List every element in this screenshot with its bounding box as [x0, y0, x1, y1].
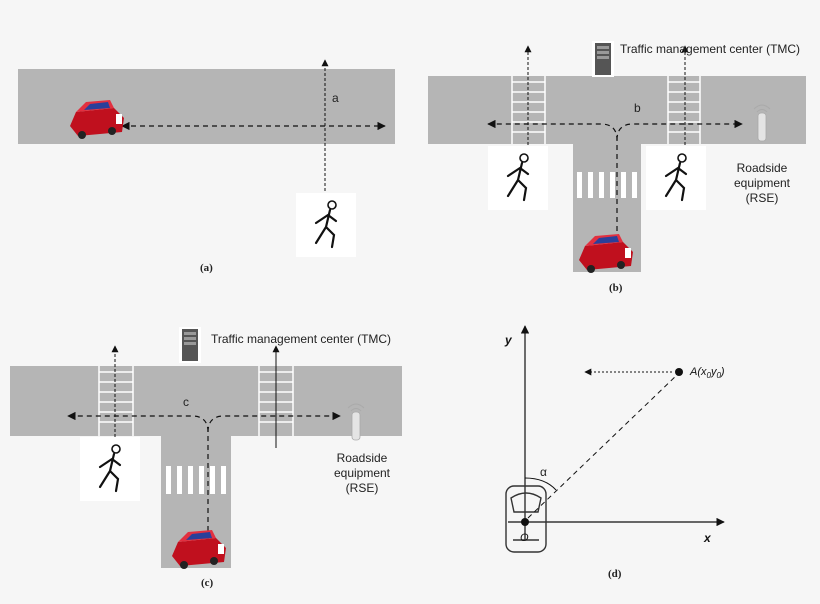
path-label-b: b [634, 101, 641, 115]
vehicle-path-b-right [616, 119, 743, 141]
crosswalk-b-bottom [577, 172, 637, 198]
angle-arc [524, 477, 557, 491]
road-a [18, 69, 395, 144]
panel-a: a (a) [18, 59, 395, 274]
vehicle-outline-icon [505, 485, 547, 553]
caption-c: (c) [201, 577, 214, 589]
point-mid: y [710, 366, 718, 378]
x-axis-label: x [703, 531, 712, 545]
target-point [675, 368, 683, 376]
pedestrian-icon [486, 144, 550, 212]
rse-label-c-3: (RSE) [346, 481, 379, 495]
origin-label: O [520, 532, 529, 544]
point-label: A(x0y0) [689, 366, 725, 380]
rse-label-b-1: Roadside [737, 161, 788, 175]
caption-b: (b) [609, 282, 623, 294]
point-sub-2: 0 [716, 371, 721, 380]
tmc-label-c: Traffic management center (TMC) [211, 332, 391, 346]
origin-point [521, 518, 529, 526]
caption-d: (d) [608, 568, 622, 580]
crosswalk-c-left [98, 366, 134, 436]
pedestrian-icon [294, 191, 358, 259]
point-prefix: A(x [689, 366, 707, 378]
point-suffix: ) [719, 366, 725, 378]
server-icon [592, 41, 614, 77]
rse-label-c-2: equipment [334, 466, 391, 480]
angle-label: α [540, 465, 547, 479]
vehicle-path-c-right [207, 411, 341, 433]
caption-a: (a) [200, 262, 213, 274]
panel-b: Traffic management center (TMC) b Roadsi… [428, 41, 806, 294]
road-b-horizontal [428, 76, 806, 144]
crosswalk-b-right [667, 76, 701, 144]
road-c-horizontal [10, 366, 402, 436]
panel-c: Traffic management center (TMC) c Roadsi… [10, 327, 402, 589]
rse-label-c-1: Roadside [337, 451, 388, 465]
point-sub-1: 0 [707, 371, 712, 380]
rse-label-b-2: equipment [734, 176, 791, 190]
y-axis-label: y [504, 333, 513, 347]
rse-label-b-3: (RSE) [746, 191, 779, 205]
pedestrian-icon [78, 435, 142, 503]
panel-d: y x O α A(x0y0) (d) [504, 325, 725, 580]
server-icon [179, 327, 201, 363]
crosswalk-c-bottom [166, 466, 226, 494]
tmc-label-b: Traffic management center (TMC) [620, 42, 800, 56]
path-label-c: c [183, 395, 189, 409]
sight-line [527, 373, 679, 519]
pedestrian-icon [644, 144, 708, 212]
path-label-a: a [332, 91, 339, 105]
